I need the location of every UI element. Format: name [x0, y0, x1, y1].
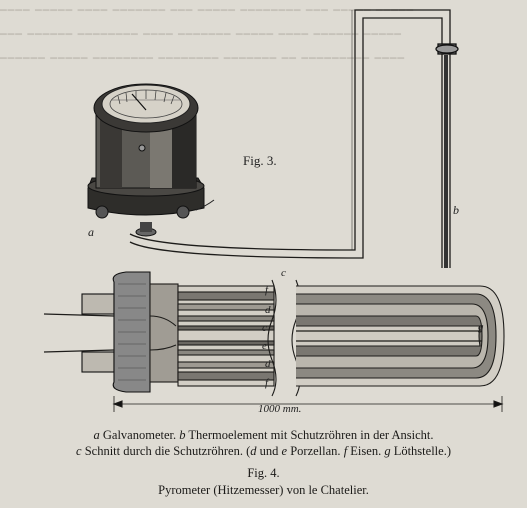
- legend-letter: b: [179, 428, 186, 442]
- legend-letter: g: [384, 444, 391, 458]
- bleed-through-text: ━━━━ ━━━━━ ━━━━ ━━━━━━━ ━━━ ━━━━━ ━━━━━━…: [0, 4, 414, 17]
- letter-a: a: [88, 225, 94, 239]
- legend-letter: e: [281, 444, 288, 458]
- figure-3-label: Fig. 3.: [243, 153, 277, 168]
- legend-line-1: a Galvanometer. b Thermoelement mit Schu…: [0, 428, 527, 443]
- letter-b: b: [453, 203, 459, 217]
- legend-text: Schnitt durch die Schutzröhren. (: [81, 444, 251, 458]
- thermoelement-tube-drawing: [129, 9, 459, 268]
- label-f-bottom: f: [265, 377, 270, 389]
- section-labels: c f d c e d f g: [262, 267, 484, 389]
- galvanometer-drawing: [87, 83, 215, 237]
- label-e: e: [262, 340, 267, 352]
- legend-text: Eisen.: [347, 444, 385, 458]
- legend-letter: f: [343, 444, 348, 458]
- label-c-top: c: [281, 267, 286, 279]
- legend-text: und: [256, 444, 282, 458]
- label-f-top: f: [265, 284, 270, 296]
- label-d-bottom: d: [265, 358, 271, 370]
- legend-letter: c: [76, 444, 82, 458]
- figure-4-title: Pyrometer (Hitzemesser) von le Chatelier…: [158, 483, 369, 497]
- legend-text: Porzellan.: [287, 444, 344, 458]
- section-drawing: [43, 271, 505, 412]
- legend-letter: d: [250, 444, 257, 458]
- label-d-top: d: [265, 304, 271, 316]
- bleed-through-text: ━━━━━━ ━━━━━ ━━━━━━━━ ━━━━━━━━ ━━━━━━━ ━…: [0, 52, 405, 65]
- dimension-label: 1000 mm.: [258, 403, 301, 415]
- bleed-through-text: ━━━ ━━━━━━ ━━━━━━━━ ━━━━ ━━━━━━━ ━━━━━ ━…: [0, 28, 402, 41]
- pyrometer-illustration: a b: [43, 9, 505, 415]
- legend-text: Löthstelle.): [390, 444, 451, 458]
- label-g: g: [478, 321, 484, 333]
- legend-line-2: c Schnitt durch die Schutzröhren. (d und…: [0, 444, 527, 459]
- legend-text: Galvanometer.: [99, 428, 180, 442]
- label-c-mid: c: [262, 322, 267, 334]
- figure-4-label: Fig. 4.: [247, 466, 280, 480]
- legend-text: Thermoelement mit Schutzröhren in der An…: [185, 428, 434, 442]
- legend-letter: a: [93, 428, 100, 442]
